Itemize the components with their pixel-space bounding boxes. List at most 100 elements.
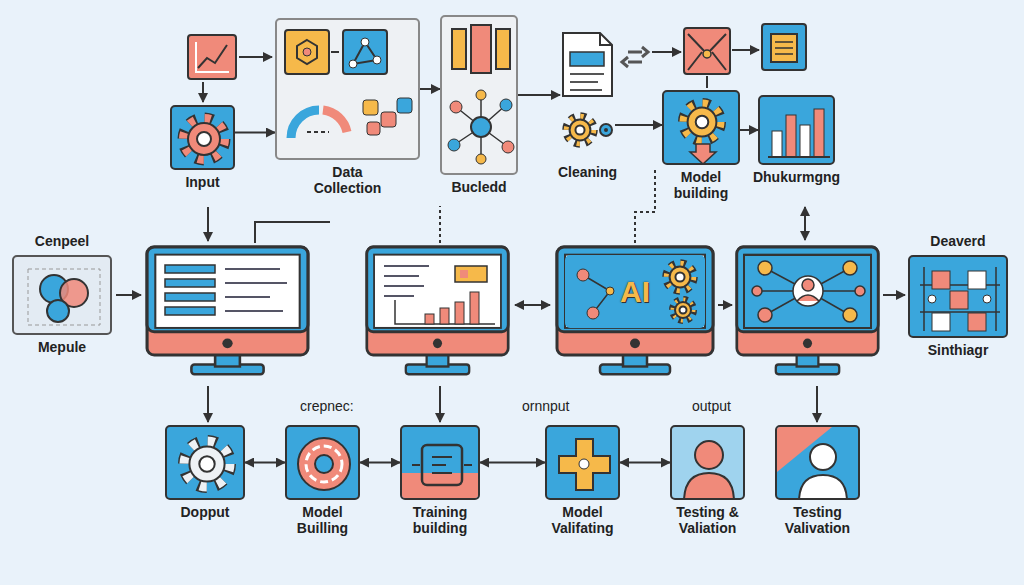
icon-part bbox=[185, 442, 229, 486]
icon-part bbox=[570, 74, 604, 90]
node-label: Deaverd bbox=[930, 234, 985, 250]
icon-part bbox=[932, 271, 950, 289]
icon bbox=[560, 30, 615, 160]
monitors-part bbox=[367, 247, 508, 374]
icon-tile bbox=[12, 255, 112, 335]
icon-part bbox=[786, 115, 796, 157]
flow-arrow bbox=[420, 88, 440, 90]
node-label: Training building bbox=[400, 505, 480, 536]
icon-tile bbox=[275, 18, 420, 160]
icon-part bbox=[575, 125, 584, 134]
monitors-part-part bbox=[802, 279, 814, 291]
top-icons-part bbox=[771, 34, 797, 62]
icon-part bbox=[673, 300, 693, 320]
icon bbox=[287, 427, 360, 500]
icon bbox=[547, 427, 620, 500]
node-label: Mepule bbox=[38, 340, 86, 356]
node-label: Dhukurmgng bbox=[753, 170, 840, 186]
monitors-part bbox=[225, 269, 287, 311]
monitors-part bbox=[395, 300, 495, 324]
icon-part bbox=[500, 99, 512, 111]
monitors-part-part bbox=[760, 268, 858, 315]
process-node: Dopput bbox=[163, 425, 247, 521]
icon-part bbox=[768, 156, 830, 158]
flow-arrow bbox=[518, 94, 560, 96]
icon-part bbox=[367, 122, 380, 135]
monitors-part-part bbox=[440, 308, 449, 324]
top-icons-part bbox=[198, 45, 227, 68]
icon-part bbox=[323, 110, 347, 132]
icon-part bbox=[306, 446, 342, 482]
connector-lines-part bbox=[718, 304, 732, 306]
flow-arrow bbox=[740, 129, 758, 131]
icon-part bbox=[684, 104, 720, 140]
node-label: Data Collection bbox=[308, 165, 388, 196]
top-icons-part bbox=[628, 52, 642, 62]
icon-part bbox=[690, 144, 716, 164]
flow-arrow bbox=[235, 132, 275, 134]
top-icons-part bbox=[775, 42, 793, 54]
monitors-part-part bbox=[455, 302, 464, 324]
icon-part bbox=[570, 120, 591, 141]
icon-part bbox=[587, 307, 599, 319]
icon bbox=[442, 17, 518, 175]
icon-part bbox=[343, 30, 387, 74]
icon bbox=[672, 427, 745, 500]
icon-part bbox=[604, 128, 608, 132]
icon-part bbox=[496, 29, 510, 69]
icon bbox=[172, 107, 235, 170]
process-node: Dhukurmgng bbox=[751, 95, 843, 186]
icon-part bbox=[600, 124, 612, 136]
connector-lines-part bbox=[439, 386, 441, 422]
icon-part bbox=[983, 295, 991, 303]
connector-lines-part bbox=[207, 207, 209, 241]
screen-label: AI bbox=[620, 275, 650, 309]
icon-part bbox=[291, 110, 319, 138]
connector-lines-part bbox=[635, 170, 655, 243]
top-icons-part bbox=[684, 28, 730, 74]
icon-part bbox=[297, 40, 317, 64]
icon-part bbox=[432, 457, 452, 473]
flow-arrow bbox=[615, 124, 662, 126]
icon-part bbox=[567, 117, 593, 143]
node-label: Dopput bbox=[181, 505, 230, 521]
step-label: ornnput bbox=[522, 398, 569, 414]
monitors-part bbox=[425, 292, 479, 324]
monitors-part bbox=[147, 247, 308, 374]
icon bbox=[777, 427, 860, 500]
icon bbox=[402, 427, 480, 500]
top-icons-part bbox=[703, 50, 711, 58]
icon-part bbox=[471, 117, 491, 137]
monitors-part bbox=[737, 247, 878, 374]
icon-part bbox=[185, 442, 229, 486]
icon-tile bbox=[285, 425, 360, 500]
icon-part bbox=[567, 117, 593, 143]
icon-part bbox=[800, 125, 810, 157]
icon-part bbox=[363, 100, 378, 115]
monitors-part-part bbox=[165, 265, 215, 273]
icon-tile bbox=[170, 105, 235, 170]
monitors-part bbox=[752, 261, 865, 322]
connector-lines-part bbox=[116, 294, 141, 296]
icon-part bbox=[184, 119, 224, 159]
node-label: Testing Valivation bbox=[775, 505, 860, 536]
icon-part bbox=[452, 29, 466, 69]
connector-lines-part bbox=[255, 222, 330, 243]
node-label: Model Valifating bbox=[543, 505, 623, 536]
monitors-part-part bbox=[165, 293, 215, 301]
icon-part bbox=[583, 275, 610, 313]
process-node: CenpeelMepule bbox=[10, 234, 114, 355]
node-label: Model Builling bbox=[283, 505, 363, 536]
monitors-part-part bbox=[758, 261, 772, 275]
icon-part bbox=[28, 269, 100, 325]
process-node: Model Valifating bbox=[541, 425, 625, 536]
connector-lines-part bbox=[804, 207, 806, 240]
monitors-part bbox=[460, 270, 468, 278]
icon-part bbox=[307, 131, 329, 133]
flow-arrow bbox=[480, 462, 545, 464]
icon-part bbox=[184, 119, 224, 159]
icon-tile: AI bbox=[565, 255, 705, 328]
monitors-part-part bbox=[165, 307, 215, 315]
top-icons-part bbox=[239, 56, 272, 58]
icon-part bbox=[675, 302, 691, 318]
